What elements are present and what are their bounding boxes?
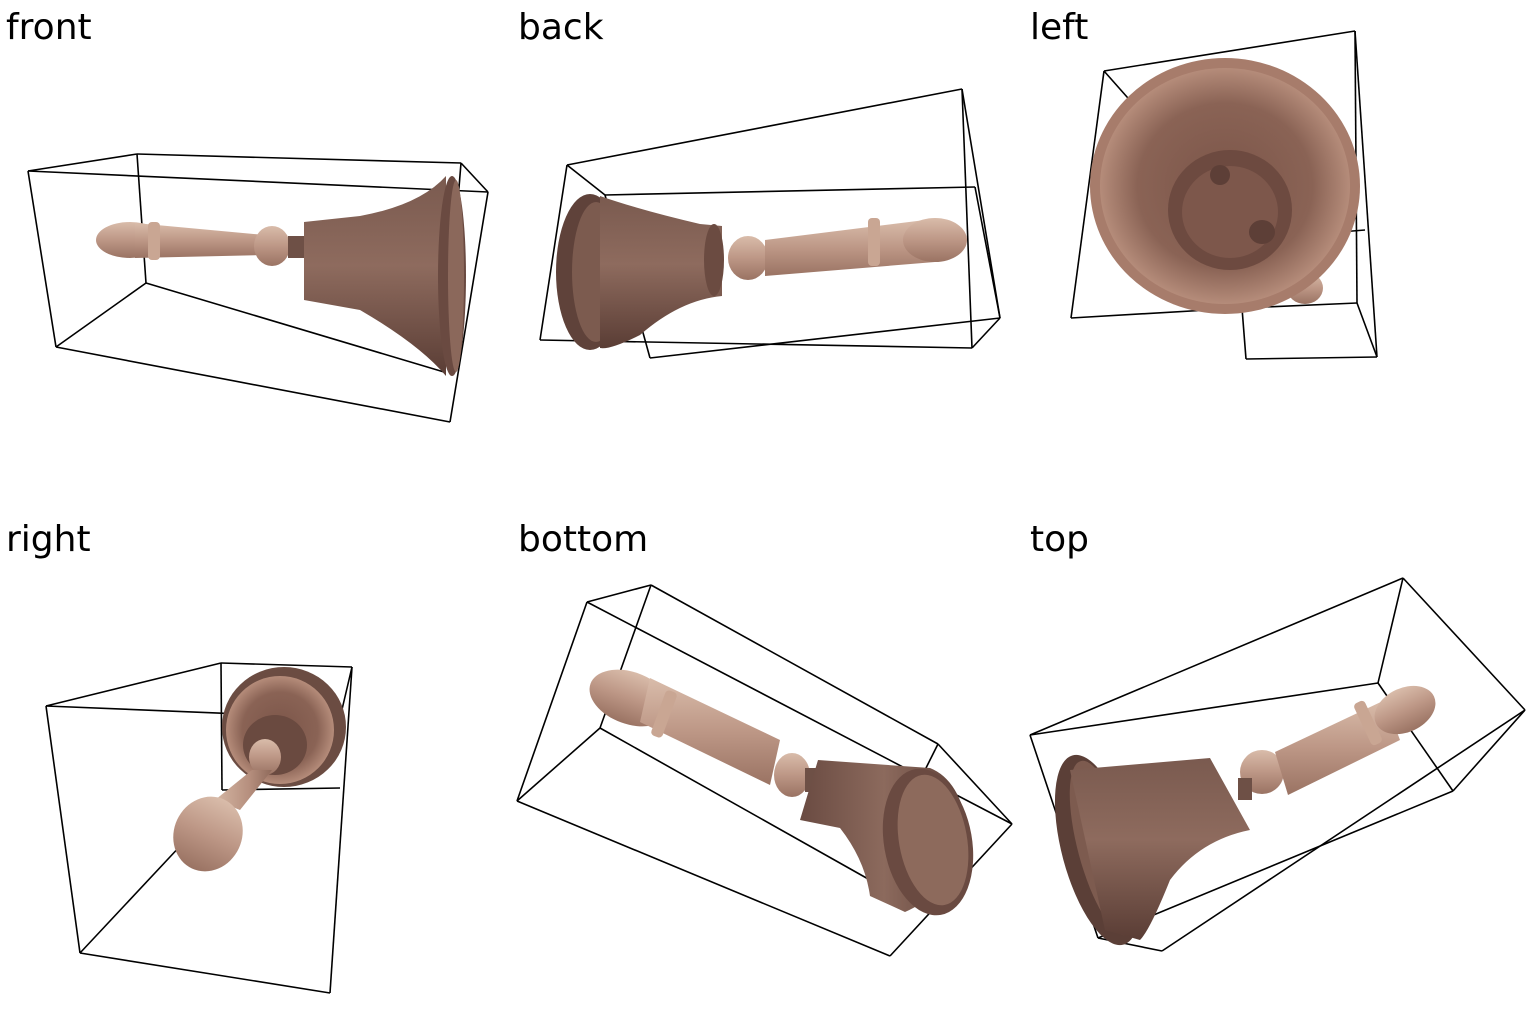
- view-label-front: front: [6, 7, 92, 48]
- view-label-back: back: [518, 7, 604, 48]
- view-label-right: right: [6, 519, 91, 560]
- top-bell-handle: [1238, 685, 1436, 800]
- left-view: [1070, 30, 1378, 360]
- view-label-bottom: bottom: [518, 519, 649, 560]
- right-bell-handle: [173, 739, 281, 872]
- top-view: [1029, 577, 1526, 952]
- left-bell-body: [1090, 58, 1360, 314]
- bottom-bell-handle: [589, 669, 821, 797]
- back-view: [539, 88, 1001, 359]
- front-view: [27, 153, 489, 423]
- back-bell-body: [556, 194, 724, 350]
- view-label-top: top: [1030, 519, 1089, 560]
- front-bell-body: [304, 176, 466, 376]
- top-bounding-box: [1029, 577, 1526, 952]
- front-bell-handle: [96, 222, 306, 266]
- right-bell-body: [222, 667, 346, 787]
- right-view: [45, 662, 353, 994]
- top-bell-body: [1054, 754, 1250, 946]
- view-label-left: left: [1030, 7, 1089, 48]
- bottom-bell-body: [800, 760, 974, 916]
- bottom-view: [516, 584, 1013, 957]
- back-bell-handle: [728, 218, 967, 280]
